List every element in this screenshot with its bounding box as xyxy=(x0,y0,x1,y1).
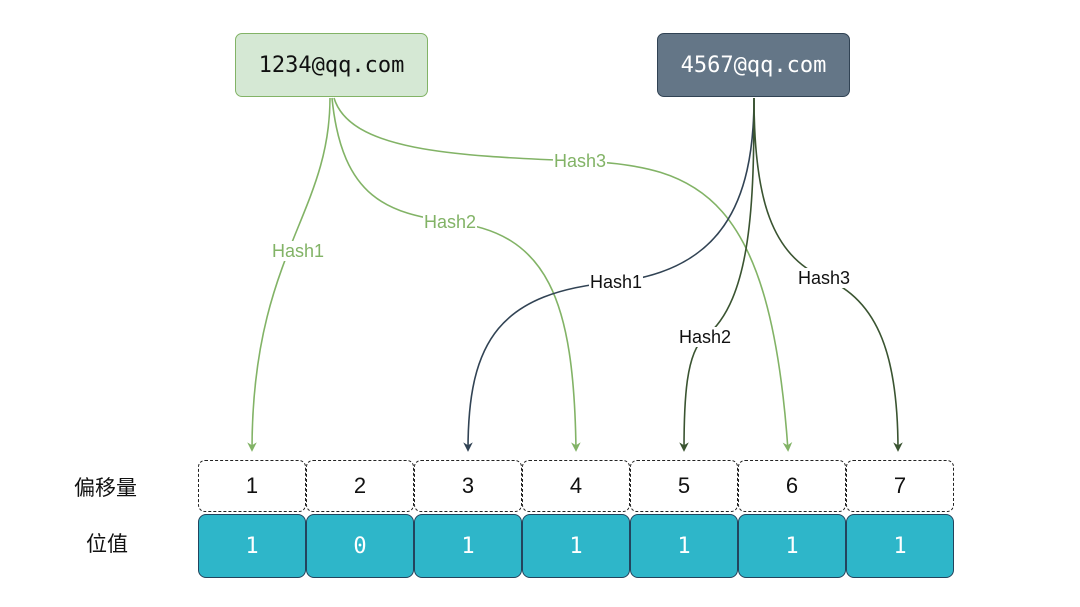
bit-cell: 1 xyxy=(738,514,846,578)
offset-value: 3 xyxy=(461,473,475,498)
offset-value: 2 xyxy=(353,473,367,498)
email-node-4567[interactable]: 4567@qq.com xyxy=(657,33,850,97)
offset-value: 7 xyxy=(893,473,907,498)
bit-value: 1 xyxy=(569,533,583,559)
bit-value: 1 xyxy=(461,533,475,559)
email-node-1234-label: 1234@qq.com xyxy=(258,52,405,78)
offset-cell: 3 xyxy=(414,460,522,512)
offset-cell: 5 xyxy=(630,460,738,512)
bit-cell: 1 xyxy=(198,514,306,578)
hash-label-a-h1: Hash1 xyxy=(270,241,326,261)
bit-cell: 1 xyxy=(522,514,630,578)
offset-row-label: 偏移量 xyxy=(74,476,137,500)
bit-value: 0 xyxy=(353,533,367,559)
hash-label-a-h3: Hash3 xyxy=(552,151,608,171)
offset-cell: 2 xyxy=(306,460,414,512)
offset-value: 6 xyxy=(785,473,799,498)
bit-cell: 1 xyxy=(630,514,738,578)
offset-value: 1 xyxy=(245,473,259,498)
bit-value: 1 xyxy=(785,533,799,559)
hash-arrow-a-h1 xyxy=(247,97,331,452)
hash-arrow-a-h2 xyxy=(331,97,581,452)
bit-cell: 1 xyxy=(846,514,954,578)
hash-label-b-h2: Hash2 xyxy=(677,327,733,347)
bit-cell: 1 xyxy=(414,514,522,578)
offset-value: 5 xyxy=(677,473,691,498)
bit-cell: 0 xyxy=(306,514,414,578)
offset-cell: 4 xyxy=(522,460,630,512)
offset-cell: 7 xyxy=(846,460,954,512)
bit-row-label: 位值 xyxy=(86,532,128,556)
hash-label-b-h3: Hash3 xyxy=(796,268,852,288)
email-node-1234[interactable]: 1234@qq.com xyxy=(235,33,428,97)
hash-arrow-b-h2 xyxy=(679,97,755,452)
offset-cell: 6 xyxy=(738,460,846,512)
email-node-4567-label: 4567@qq.com xyxy=(680,52,827,78)
offset-value: 4 xyxy=(569,473,583,498)
hash-label-b-h1: Hash1 xyxy=(588,272,644,292)
bit-value: 1 xyxy=(245,533,259,559)
hash-label-a-h2: Hash2 xyxy=(422,212,478,232)
bit-value: 1 xyxy=(893,533,907,559)
bit-value: 1 xyxy=(677,533,691,559)
offset-cell: 1 xyxy=(198,460,306,512)
